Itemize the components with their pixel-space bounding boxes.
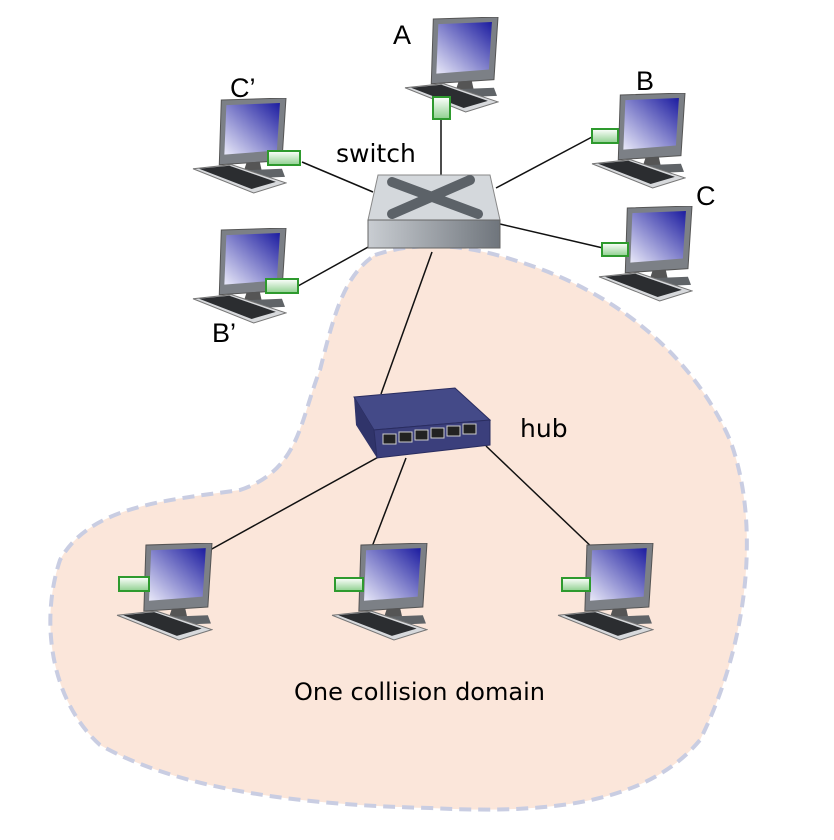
label-host-cprime: C’ — [230, 73, 256, 103]
link-c-switch — [499, 223, 604, 249]
label-host-c: C — [696, 181, 716, 211]
label-collision-domain: One collision domain — [294, 678, 545, 706]
nic-icon — [265, 278, 299, 294]
link-switch-hub — [380, 251, 433, 395]
link-hub-host1 — [209, 454, 383, 551]
nic-icon — [432, 96, 451, 120]
links — [209, 120, 604, 553]
host-a-computer[interactable] — [404, 17, 499, 113]
nic-icon — [118, 576, 150, 592]
nic-icon — [601, 242, 629, 257]
collision-domain-region — [48, 244, 749, 812]
link-b-switch — [495, 136, 593, 189]
label-host-a: A — [393, 20, 411, 50]
switch-x-icon — [387, 175, 483, 219]
label-switch: switch — [336, 139, 416, 168]
nic-icon — [561, 577, 591, 592]
host-cprime-computer[interactable] — [192, 98, 287, 194]
hub-device[interactable] — [353, 387, 492, 459]
hub-ports — [382, 423, 477, 445]
label-host-bprime: B’ — [212, 318, 236, 348]
link-hub-host3 — [485, 445, 598, 553]
link-bprime-switch — [297, 245, 371, 287]
nic-icon — [334, 577, 364, 592]
host-bprime-computer[interactable] — [192, 228, 287, 324]
label-hub: hub — [520, 414, 568, 443]
switch-device[interactable] — [367, 174, 501, 249]
nic-icon — [267, 150, 301, 166]
label-host-b: B — [636, 66, 654, 96]
link-cprime-switch — [301, 161, 374, 193]
link-hub-host2 — [369, 457, 407, 553]
nic-icon — [591, 128, 619, 144]
